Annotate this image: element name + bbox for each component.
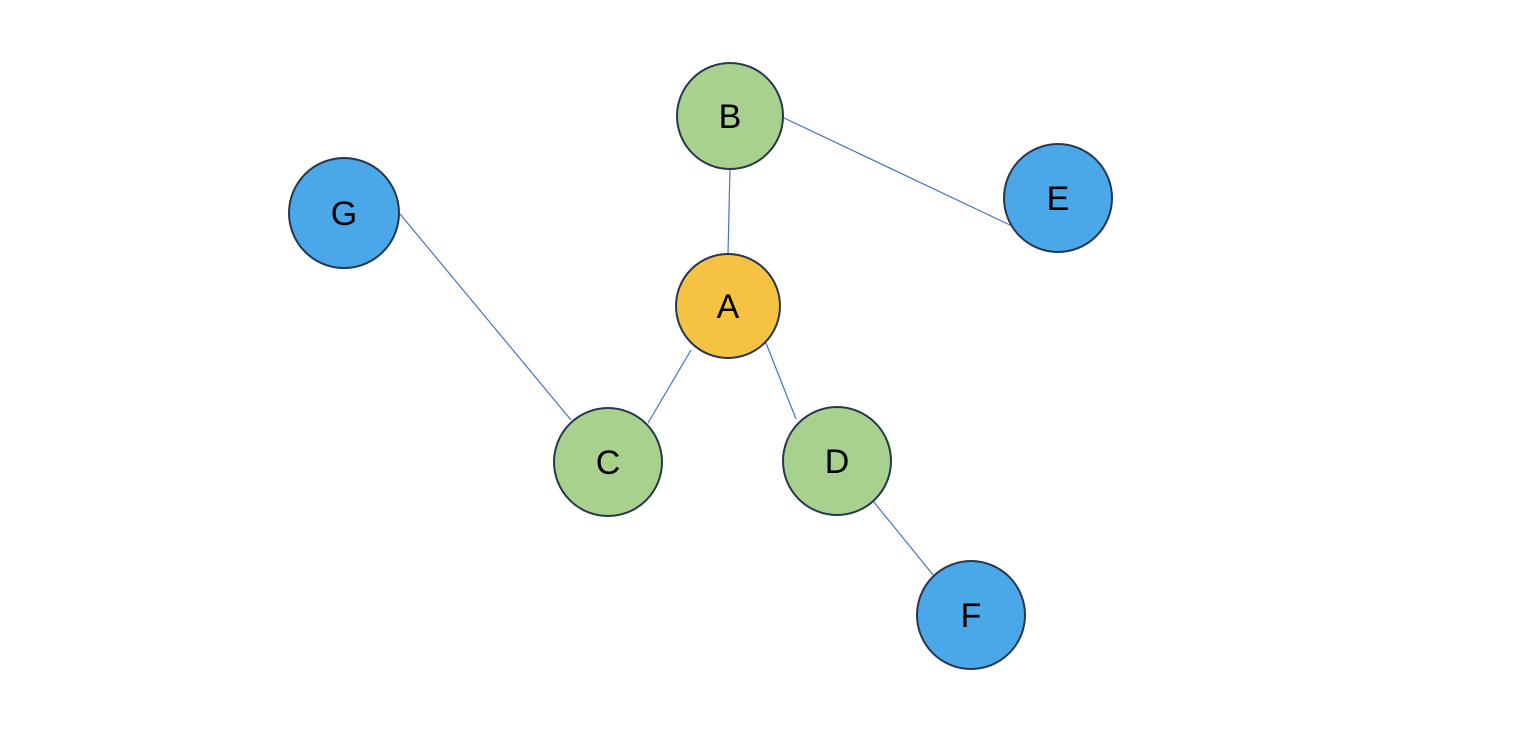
edge-G-C xyxy=(399,213,572,421)
node-G[interactable]: G xyxy=(288,157,400,269)
node-A-circle[interactable] xyxy=(675,253,781,359)
node-C[interactable]: C xyxy=(553,407,663,517)
node-C-circle[interactable] xyxy=(553,407,663,517)
node-D-circle[interactable] xyxy=(782,406,892,516)
node-D[interactable]: D xyxy=(782,406,892,516)
node-A[interactable]: A xyxy=(675,253,781,359)
edge-D-F xyxy=(872,500,935,577)
edge-B-A xyxy=(727,167,731,255)
edge-A-C xyxy=(647,349,692,424)
edge-B-E xyxy=(781,116,1013,227)
node-B[interactable]: B xyxy=(676,62,784,170)
node-F[interactable]: F xyxy=(916,560,1026,670)
node-B-circle[interactable] xyxy=(676,62,784,170)
node-E[interactable]: E xyxy=(1003,143,1113,253)
edge-A-D xyxy=(765,342,797,420)
node-G-circle[interactable] xyxy=(288,157,400,269)
node-E-circle[interactable] xyxy=(1003,143,1113,253)
node-F-circle[interactable] xyxy=(916,560,1026,670)
